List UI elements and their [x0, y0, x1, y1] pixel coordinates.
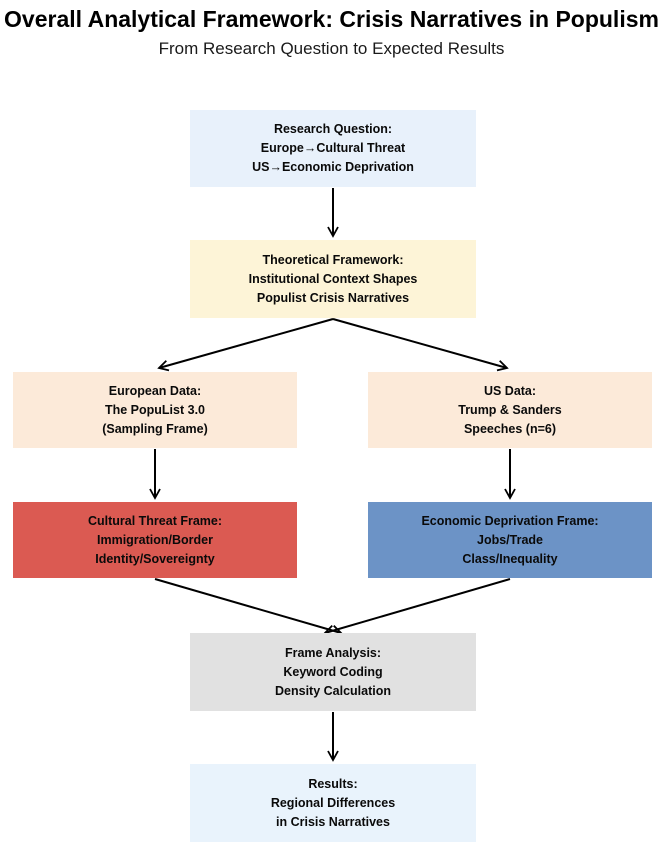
node-results: Results: Regional Differences in Crisis … — [190, 764, 476, 842]
node-theoretical-framework: Theoretical Framework: Institutional Con… — [190, 240, 476, 318]
node-economic-deprivation-frame: Economic Deprivation Frame: Jobs/Trade C… — [368, 502, 652, 578]
node-line: Results: — [308, 776, 358, 791]
node-line: Trump & Sanders — [458, 402, 562, 417]
node-line: Speeches (n=6) — [463, 421, 557, 436]
node-line: Keyword Coding — [283, 664, 383, 679]
figure-subtitle: From Research Question to Expected Resul… — [158, 39, 505, 58]
node-line: Theoretical Framework: — [262, 252, 404, 267]
arrow-economic-to-analysis — [323, 578, 511, 637]
figure-title: Overall Analytical Framework: Crisis Nar… — [4, 6, 659, 32]
node-line: Research Question: — [273, 122, 393, 136]
arrow-theory-to-european-data — [157, 318, 334, 372]
node-line: Cultural Threat Frame: — [87, 513, 223, 528]
node-line: Europe→Cultural Threat — [260, 141, 406, 155]
node-line: Institutional Context Shapes — [248, 271, 418, 286]
node-frame-analysis: Frame Analysis: Keyword Coding Density C… — [190, 633, 476, 711]
node-line: Immigration/Border — [97, 532, 213, 547]
node-line: European Data: — [108, 383, 202, 398]
node-cultural-threat-frame: Cultural Threat Frame: Immigration/Borde… — [13, 502, 297, 578]
node-line: Class/Inequality — [462, 551, 558, 566]
node-line: Density Calculation — [275, 683, 391, 698]
node-research-question: Research Question: Europe→Cultural Threa… — [190, 110, 476, 187]
node-european-data: European Data: The PopuList 3.0 (Samplin… — [13, 372, 297, 448]
node-line: US→Economic Deprivation — [252, 160, 414, 174]
node-line: Regional Differences — [270, 795, 396, 810]
node-line: Economic Deprivation Frame: — [421, 513, 599, 528]
node-line: US Data: — [483, 383, 537, 398]
node-us-data: US Data: Trump & Sanders Speeches (n=6) — [368, 372, 652, 448]
node-line: Jobs/Trade — [477, 532, 543, 547]
arrow-cultural-to-analysis — [154, 578, 343, 637]
node-line: Frame Analysis: — [284, 645, 382, 660]
node-line: (Sampling Frame) — [102, 421, 208, 436]
node-line: in Crisis Narratives — [276, 814, 390, 829]
arrow-theory-to-us-data — [332, 318, 509, 372]
node-line: Identity/Sovereignty — [95, 551, 215, 566]
node-line: The PopuList 3.0 — [104, 402, 205, 417]
node-line: Populist Crisis Narratives — [256, 290, 410, 305]
